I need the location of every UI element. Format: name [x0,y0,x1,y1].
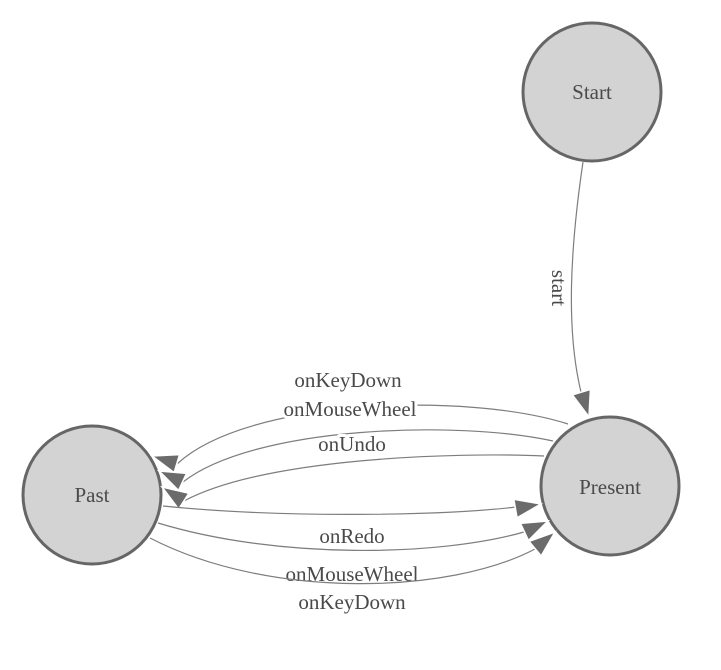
transition-line-start[interactable] [570,161,584,393]
arrowhead-icon [519,520,551,542]
arrowhead-icon [160,485,191,511]
arrowhead-icon [149,453,181,475]
state-circle-past[interactable] [21,424,163,566]
edge-present-to-past-onmousewheel: onMouseWheel [156,394,554,492]
state-label-present: Present [579,475,641,499]
node-present: Present [539,415,681,557]
state-circle-present[interactable] [539,415,681,557]
transition-label-onmousewheel: onMouseWheel [284,397,417,421]
arrowhead-icon [512,498,544,520]
state-label-past: Past [74,483,109,507]
transition-label-start: start [547,270,571,306]
edge-past-to-present-onredo: onRedo [162,498,544,551]
transition-label-onredo: onRedo [319,524,384,548]
transition-label-onundo: onUndo [318,432,386,456]
transition-line-onredo[interactable] [162,505,517,515]
node-past: Past [21,424,163,566]
node-start: Start [521,21,663,163]
transition-line-onkeydown[interactable] [176,404,569,465]
transition-label-onkeydown-2: onKeyDown [298,590,406,614]
transition-line-onmousewheel[interactable] [182,429,554,483]
transition-label-onkeydown: onKeyDown [294,368,402,392]
edge-present-to-past-onkeydown: onKeyDown [149,365,569,475]
transition-line-onmousewheel-2[interactable] [157,522,525,551]
state-label-start: Start [572,80,612,104]
transition-line-onundo[interactable] [183,454,545,502]
transition-label-onmousewheel-2: onMouseWheel [286,562,419,586]
arrowhead-icon [570,388,592,420]
arrowhead-icon [527,530,557,558]
arrowhead-icon [156,470,188,492]
state-circle-start[interactable] [521,21,663,163]
edge-past-to-present-onkeydown: onKeyDown [149,530,557,617]
edge-past-to-present-onmousewheel: onMouseWheel [157,520,551,589]
edge-present-to-past-onundo: onUndo [160,429,545,511]
transition-line-onkeydown-2[interactable] [149,537,536,585]
edge-start-to-present: start [544,161,592,420]
